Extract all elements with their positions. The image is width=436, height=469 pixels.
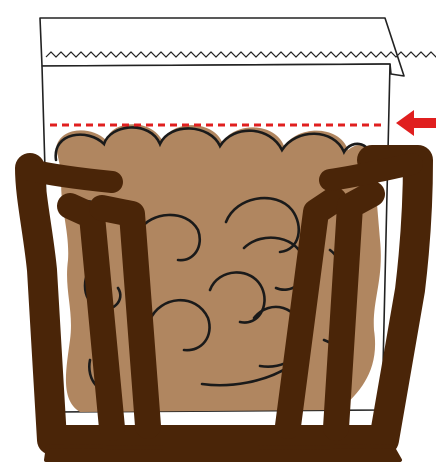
- holder-base: [46, 446, 400, 460]
- holder-rim-left: [30, 170, 112, 182]
- arrow-left-icon: [396, 110, 436, 136]
